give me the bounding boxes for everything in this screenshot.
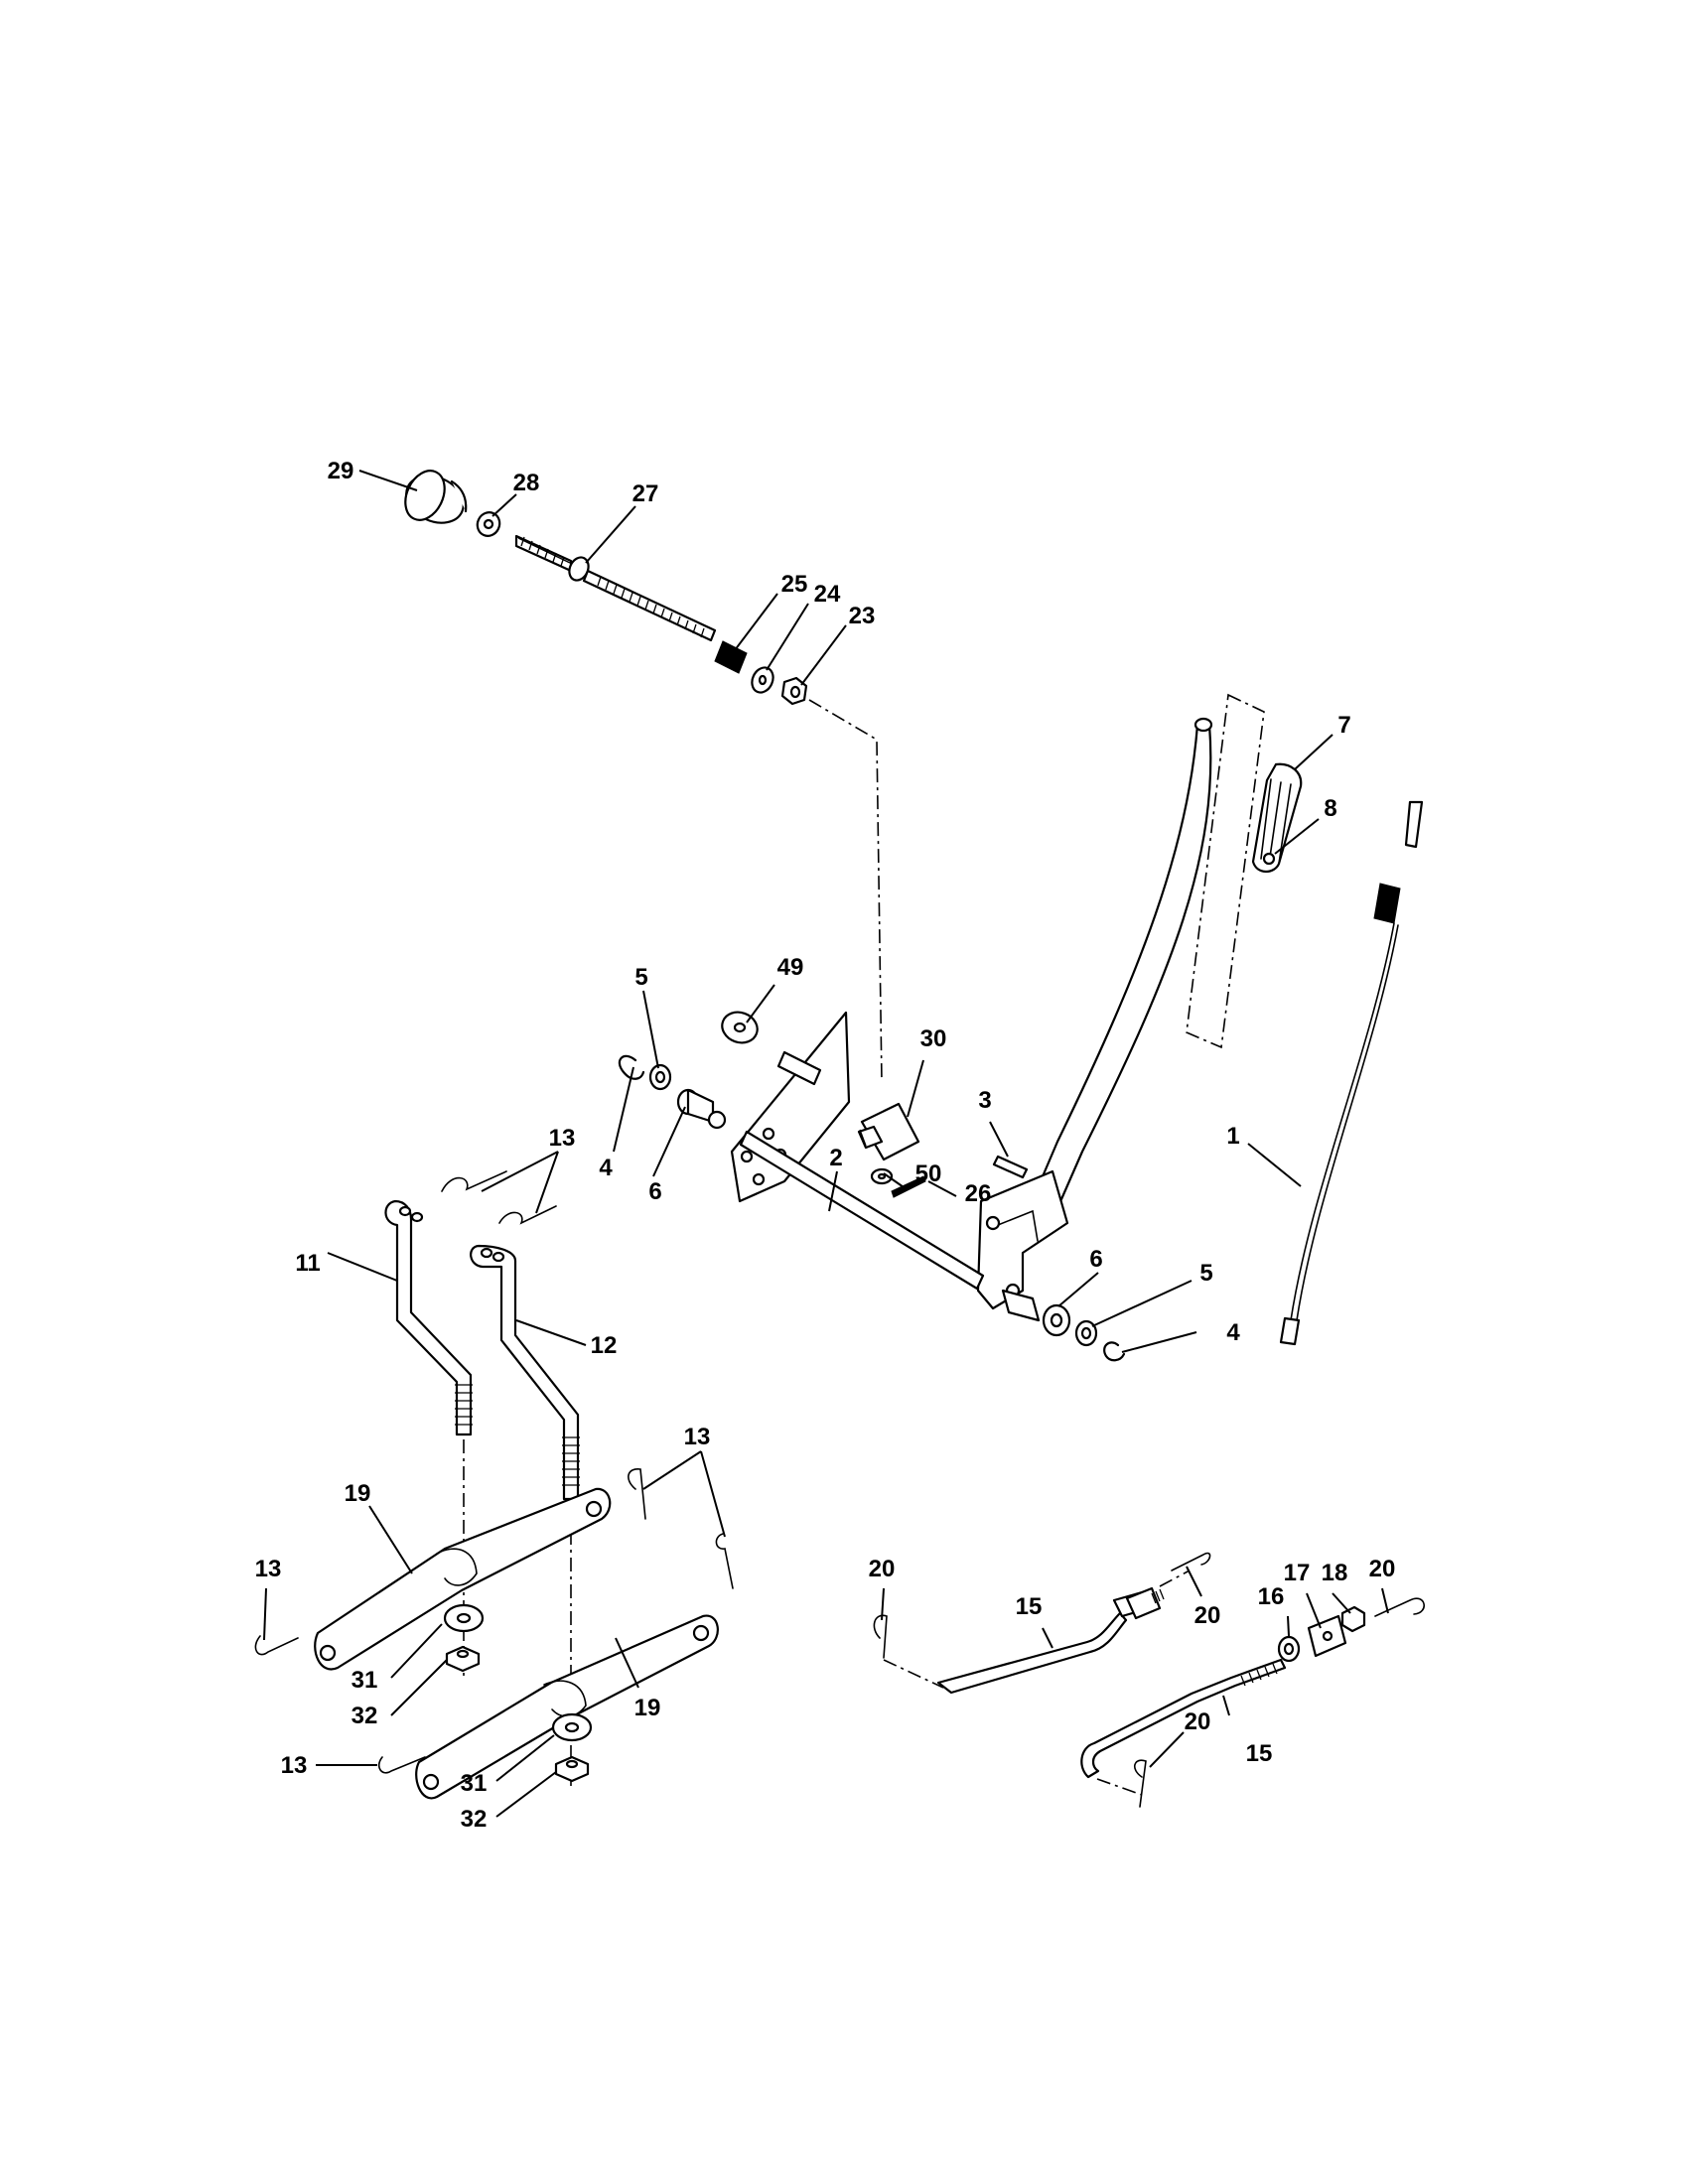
callout-13-mid: 13: [684, 1424, 711, 1450]
deck-rod-part-15-lower: [1080, 1658, 1287, 1779]
washer-part-5-left: [648, 1063, 672, 1091]
deck-rod-part-15-upper: [936, 1586, 1165, 1695]
hairpin-clip-part-20-bottom: [1134, 1759, 1147, 1808]
callout-27: 27: [632, 480, 659, 507]
key-part-3: [992, 1155, 1029, 1179]
callout-15-upper: 15: [1016, 1593, 1043, 1620]
callout-2: 2: [829, 1145, 842, 1171]
callout-12: 12: [591, 1332, 618, 1359]
centerline-rod-to-trunnion: [808, 699, 883, 1083]
callout-13-bottom: 13: [281, 1752, 308, 1779]
lift-arm-part-19-upper: [314, 1487, 612, 1671]
callout-31-lower: 31: [461, 1770, 488, 1797]
callout-15-lower: 15: [1246, 1740, 1273, 1767]
callout-24: 24: [814, 581, 841, 608]
callout-25: 25: [781, 571, 808, 598]
callout-29: 29: [328, 458, 354, 484]
callout-28: 28: [513, 470, 540, 496]
callout-19-lower: 19: [634, 1695, 661, 1721]
callout-4-right: 4: [1226, 1319, 1240, 1346]
hairpin-clip-part-20-left: [873, 1614, 888, 1659]
washer-part-5-right: [1074, 1319, 1098, 1347]
bushing-part-6-right: [1001, 1289, 1071, 1337]
callout-6-right: 6: [1089, 1246, 1102, 1273]
hairpin-clip-part-13-bottom: [377, 1756, 426, 1774]
block-part-17: [1307, 1614, 1347, 1658]
callout-13-top: 13: [549, 1125, 576, 1152]
bushing-part-31-upper: [443, 1603, 485, 1633]
knob-part-29: [404, 470, 468, 524]
lift-handle-lever: [976, 717, 1213, 1310]
spacer-part-16: [1277, 1635, 1301, 1663]
lift-link-part-11: [384, 1199, 473, 1436]
callout-49: 49: [777, 954, 804, 981]
nut-part-18: [1340, 1605, 1366, 1633]
cable-part-1: [1279, 800, 1424, 1346]
hairpin-clip-part-13-mid: [628, 1468, 734, 1589]
callout-20-top: 20: [1194, 1602, 1221, 1629]
callout-31-upper: 31: [351, 1667, 378, 1694]
callout-17: 17: [1284, 1560, 1311, 1586]
bushing-part-6-left: [676, 1088, 727, 1130]
centerline-rod-upper-clip: [1159, 1570, 1191, 1587]
callout-32-lower: 32: [461, 1806, 488, 1833]
centerline-rod-lower-clip: [1096, 1778, 1143, 1796]
callout-5-upper: 5: [634, 964, 647, 991]
callout-7: 7: [1337, 712, 1350, 739]
callout-labels: 29 28 27 25 24 23 7 8 49 5 30 3 1 2 50 2…: [255, 458, 1396, 1833]
callout-20-bottom: 20: [1185, 1708, 1211, 1735]
nut-part-32-lower: [554, 1755, 590, 1783]
nut-part-32-upper: [445, 1645, 481, 1673]
callout-11: 11: [295, 1250, 320, 1277]
callout-23: 23: [849, 603, 876, 629]
callout-3: 3: [978, 1087, 991, 1114]
retainer-part-4-left: [618, 1054, 645, 1080]
callout-16: 16: [1258, 1583, 1285, 1610]
callout-26: 26: [965, 1180, 992, 1207]
callout-13-left: 13: [255, 1556, 282, 1582]
pin-part-8: [1262, 852, 1276, 866]
hairpin-clip-part-13-left: [254, 1635, 299, 1656]
washer-part-50: [870, 1167, 894, 1185]
adjustment-rod-part-27: [514, 534, 717, 642]
callout-20-left: 20: [869, 1556, 896, 1582]
callout-8: 8: [1324, 795, 1336, 822]
shaft-part-2: [739, 1130, 985, 1291]
spring-part-25: [714, 640, 748, 674]
washer-part-28: [476, 511, 501, 537]
grip-phantom-outline: [1186, 693, 1265, 1049]
lift-link-part-12: [470, 1244, 580, 1501]
centerline-rod-left: [883, 1659, 944, 1689]
trunnion-part-30: [857, 1102, 920, 1161]
callout-6-left: 6: [648, 1178, 661, 1205]
callout-50: 50: [915, 1160, 942, 1187]
retainer-part-4-right: [1103, 1341, 1126, 1362]
callout-19-upper: 19: [345, 1480, 371, 1507]
callout-4-left: 4: [599, 1155, 613, 1181]
washer-part-24: [751, 666, 774, 694]
callout-30: 30: [920, 1025, 947, 1052]
bolt-part-26: [891, 1175, 926, 1198]
hairpin-clip-part-13-top: [441, 1170, 557, 1225]
hairpin-clip-part-20-top: [1171, 1552, 1211, 1571]
leader-lines: [263, 470, 1389, 1818]
callout-32-upper: 32: [351, 1703, 378, 1729]
callout-18: 18: [1322, 1560, 1348, 1586]
callout-5-right: 5: [1199, 1260, 1212, 1287]
grip-part-7: [1251, 762, 1303, 874]
callout-1: 1: [1226, 1123, 1239, 1150]
bearing-part-49: [721, 1011, 759, 1044]
hairpin-clip-part-20-right: [1374, 1597, 1425, 1617]
nut-part-23: [780, 676, 808, 706]
callout-20-right: 20: [1369, 1556, 1396, 1582]
bushing-part-31-lower: [551, 1712, 593, 1742]
